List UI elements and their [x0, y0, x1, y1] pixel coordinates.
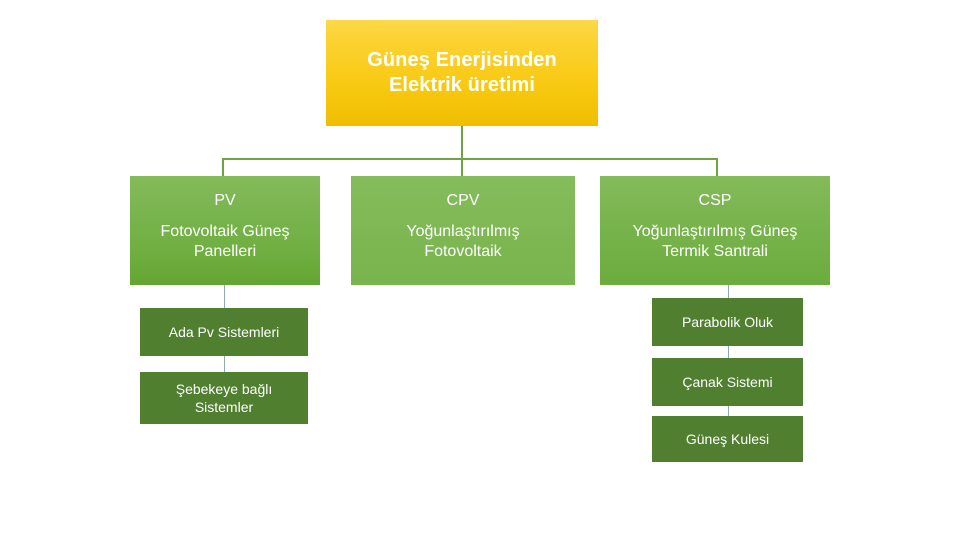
connector-level1-bus: [222, 158, 718, 160]
connector-canak-to-kule: [728, 406, 729, 417]
connector-drop-csp: [716, 158, 718, 177]
node-cpv[interactable]: CPV Yoğunlaştırılmış Fotovoltaik: [351, 176, 575, 285]
node-canak-sistemi[interactable]: Çanak Sistemi: [652, 358, 803, 406]
connector-root-stem: [461, 126, 463, 160]
node-root-line-2: Elektrik üretimi: [388, 74, 536, 96]
node-pv-abbr: PV: [214, 192, 236, 209]
node-cpv-name-line-1: Yoğunlaştırılmış: [406, 222, 520, 240]
node-ada-pv-sistemleri-label: Ada Pv Sistemleri: [168, 323, 280, 340]
node-pv[interactable]: PV Fotovoltaik Güneş Panelleri: [130, 176, 320, 285]
node-csp-name-line-2: Termik Santrali: [662, 242, 768, 260]
node-root-line-1: Güneş Enerjisinden: [367, 49, 557, 71]
connector-parabolik-to-canak: [728, 346, 729, 359]
connector-drop-cpv: [461, 158, 463, 177]
connector-drop-pv: [222, 158, 224, 177]
node-sebekeye-bagli-sistemler[interactable]: Şebekeye bağlı Sistemler: [140, 372, 308, 424]
node-sebekeye-bagli-sistemler-line-1: Şebekeye bağlı: [175, 380, 273, 397]
connector-pv-to-ada: [224, 285, 225, 309]
node-csp-name-line-1: Yoğunlaştırılmış Güneş: [632, 222, 798, 240]
node-parabolik-oluk-label: Parabolik Oluk: [681, 313, 774, 330]
node-gunes-kulesi[interactable]: Güneş Kulesi: [652, 416, 803, 462]
node-gunes-kulesi-label: Güneş Kulesi: [685, 430, 770, 447]
connector-csp-to-parabolik: [728, 285, 729, 299]
node-canak-sistemi-label: Çanak Sistemi: [682, 373, 773, 390]
node-cpv-name-line-2: Fotovoltaik: [424, 242, 502, 260]
node-csp[interactable]: CSP Yoğunlaştırılmış Güneş Termik Santra…: [600, 176, 830, 285]
node-parabolik-oluk[interactable]: Parabolik Oluk: [652, 298, 803, 346]
node-ada-pv-sistemleri[interactable]: Ada Pv Sistemleri: [140, 308, 308, 356]
node-pv-name-line-2: Panelleri: [193, 242, 257, 260]
node-pv-name-line-1: Fotovoltaik Güneş: [160, 222, 290, 240]
node-cpv-abbr: CPV: [446, 192, 480, 209]
node-sebekeye-bagli-sistemler-line-2: Sistemler: [194, 399, 254, 415]
connector-ada-to-sebeke: [224, 356, 225, 373]
node-root[interactable]: Güneş Enerjisinden Elektrik üretimi: [326, 20, 598, 126]
node-csp-abbr: CSP: [698, 192, 732, 209]
